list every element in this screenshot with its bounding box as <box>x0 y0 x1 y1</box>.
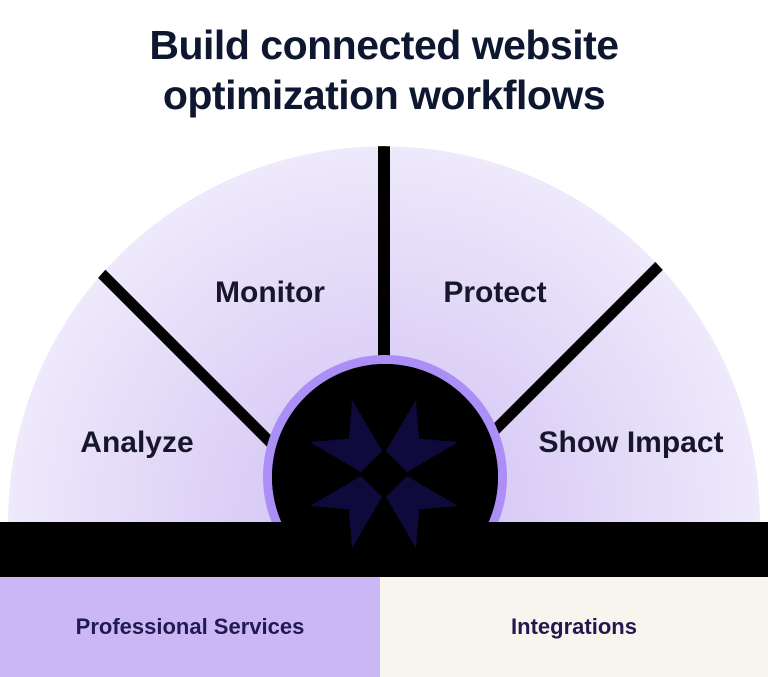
star-piece <box>386 476 459 549</box>
page-title: Build connected website optimization wor… <box>0 20 768 120</box>
segment-label-analyze[interactable]: Analyze <box>80 426 193 459</box>
footer-tab-professional-services[interactable]: Professional Services <box>0 577 380 677</box>
title-line-2: optimization workflows <box>162 72 606 118</box>
segment-label-protect[interactable]: Protect <box>443 276 546 309</box>
star-piece <box>309 399 382 472</box>
workflow-gauge: Analyze Monitor Protect Show Impact <box>0 146 768 577</box>
star-piece <box>309 476 382 549</box>
footer-tab-integrations-label: Integrations <box>511 614 637 639</box>
title-line-1: Build connected website <box>149 22 619 68</box>
footer-tabs: Professional Services Integrations <box>0 577 768 677</box>
star-piece <box>386 399 459 472</box>
footer-tab-professional-services-label: Professional Services <box>75 614 305 639</box>
conductor-star-icon <box>309 399 459 549</box>
footer-tab-integrations[interactable]: Integrations <box>380 577 768 677</box>
center-circle <box>272 364 498 577</box>
segment-label-monitor[interactable]: Monitor <box>215 276 325 309</box>
segment-label-show-impact[interactable]: Show Impact <box>538 426 723 459</box>
